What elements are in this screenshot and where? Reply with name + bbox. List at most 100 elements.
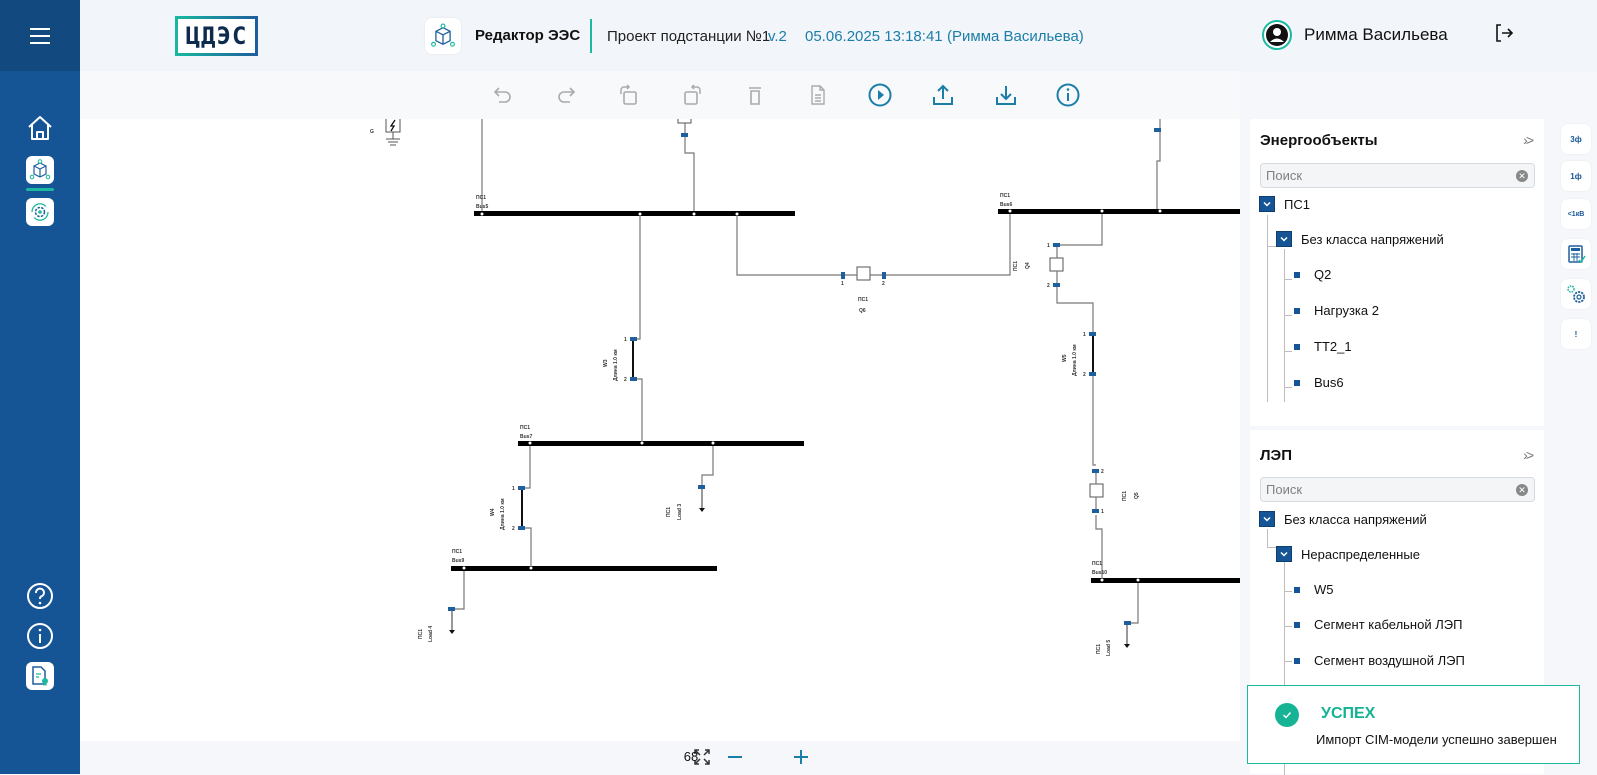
chevron-down-icon[interactable] <box>1276 231 1292 247</box>
tree-node-voltage-group[interactable]: Без класса напряжений <box>1276 231 1444 247</box>
svg-text:Load 3: Load 3 <box>677 504 683 520</box>
export-button[interactable] <box>929 81 957 109</box>
tree-line <box>1284 560 1285 775</box>
bus-bus6[interactable]: ПС1 Bus6 <box>998 193 1240 214</box>
low-voltage-button[interactable]: <1кВ <box>1561 199 1591 229</box>
import-button[interactable] <box>992 81 1020 109</box>
lines-title: ЛЭП <box>1260 447 1292 464</box>
single-phase-button[interactable]: 1ф <box>1561 161 1591 191</box>
svg-text:2: 2 <box>882 281 885 287</box>
gears-icon <box>1567 285 1585 303</box>
zoom-bar <box>80 741 1240 774</box>
gears-button[interactable] <box>1561 279 1591 309</box>
svg-text:Длина 1.0 км: Длина 1.0 км <box>1072 344 1078 376</box>
zoom-in-button[interactable] <box>793 747 809 767</box>
plus-icon <box>794 750 808 764</box>
collapse-energy-button[interactable]: ›> <box>1523 132 1534 148</box>
tree-leaf-label: Q2 <box>1314 267 1332 282</box>
sidebar-item-settings-sync[interactable] <box>26 198 54 226</box>
bus-bus5[interactable]: ПС1 Bus5 <box>474 195 795 216</box>
fit-screen-button[interactable] <box>694 747 710 767</box>
svg-text:ПС1: ПС1 <box>1013 261 1019 271</box>
project-author: (Римма Васильева) <box>947 28 1084 45</box>
user-menu[interactable]: Римма Васильева <box>1262 20 1448 50</box>
clear-search-icon[interactable]: ✕ <box>1516 170 1528 182</box>
sidebar-item-help[interactable] <box>24 580 56 612</box>
tree-leaf[interactable]: Q2 <box>1289 267 1331 282</box>
undo-button[interactable] <box>489 81 517 109</box>
line-w5[interactable]: 1 2 W5 Длина 1.0 км <box>1062 332 1096 378</box>
tree-leaf[interactable]: Нагрузка 2 <box>1289 303 1379 318</box>
tree-line <box>1284 315 1292 316</box>
home-icon <box>28 116 52 140</box>
line-w4[interactable]: 1 2 W4 Длина 1.0 км <box>490 486 525 532</box>
load-5[interactable]: ПС1 Load 5 <box>1096 621 1131 656</box>
info-button[interactable] <box>1054 81 1082 109</box>
bus-bus10[interactable]: ПС1 Bus10 <box>1091 561 1240 583</box>
svg-text:Bus6: Bus6 <box>1000 202 1012 208</box>
bullet-icon <box>1294 307 1300 314</box>
bullet-icon <box>1294 657 1300 664</box>
switch-top[interactable] <box>677 119 1161 137</box>
generator-element[interactable]: G <box>370 119 401 146</box>
three-phase-button[interactable]: 3ф <box>1561 124 1591 154</box>
svg-text:ПС1: ПС1 <box>418 629 424 639</box>
lines-search-input[interactable] <box>1266 482 1506 497</box>
tree-leaf-label: Bus6 <box>1314 375 1344 390</box>
sidebar-item-ees-editor[interactable] <box>26 156 54 184</box>
menu-button[interactable] <box>0 0 80 71</box>
tree-line <box>1284 591 1292 592</box>
tree-leaf[interactable]: ТТ2_1 <box>1289 339 1352 354</box>
app-name: Редактор ЭЭС <box>475 27 581 44</box>
sidebar-item-license[interactable] <box>26 662 54 690</box>
chevron-down-icon[interactable] <box>1276 546 1292 562</box>
properties-button[interactable] <box>804 81 832 109</box>
header-divider <box>590 19 592 53</box>
toolbar <box>80 71 1240 119</box>
redo-button[interactable] <box>552 81 580 109</box>
svg-text:W5: W5 <box>1062 354 1068 362</box>
switch-q5[interactable]: 2 1 ПС1 Q5 <box>1089 469 1140 515</box>
more-button[interactable]: ! <box>1561 319 1591 349</box>
switch-q6[interactable]: 1 2 ПС1 Q6 <box>841 266 886 314</box>
tree-leaf[interactable]: W5 <box>1289 582 1334 597</box>
clear-search-icon[interactable]: ✕ <box>1516 484 1528 496</box>
logo[interactable]: ЦДЭС <box>175 16 258 56</box>
tree-leaf[interactable]: Сегмент воздушной ЛЭП <box>1289 653 1465 668</box>
tree-node-voltage-group[interactable]: Без класса напряжений <box>1259 511 1427 527</box>
sidebar-item-info[interactable] <box>24 620 56 652</box>
energy-search-input[interactable] <box>1266 168 1506 183</box>
collapse-lines-button[interactable]: ›> <box>1523 447 1534 463</box>
bus-bus7[interactable]: ПС1 Bus7 <box>518 425 804 446</box>
bus-bus9[interactable]: ПС1 Bus9 <box>451 549 717 571</box>
document-certificate-icon <box>32 666 48 686</box>
tree-leaf[interactable]: Bus6 <box>1289 375 1344 390</box>
single-line-diagram[interactable]: G 1 2 ПС1 Q <box>80 119 1240 741</box>
switch-q4[interactable]: 1 2 ПС1 Q4 <box>1013 243 1064 289</box>
diagram-canvas[interactable]: G 1 2 ПС1 Q <box>80 119 1240 741</box>
load-3[interactable]: ПС1 Load 3 <box>666 485 705 520</box>
calculator-button[interactable] <box>1561 239 1591 269</box>
rotate-left-button[interactable] <box>615 81 643 109</box>
svg-text:Q6: Q6 <box>859 308 866 314</box>
tree-line <box>1267 529 1268 547</box>
chevron-down-icon[interactable] <box>1259 511 1275 527</box>
tree-leaf[interactable]: Сегмент кабельной ЛЭП <box>1289 617 1462 632</box>
load-4[interactable]: ПС1 Load 4 <box>418 607 455 642</box>
zoom-out-button[interactable] <box>727 747 743 767</box>
delete-button[interactable] <box>741 81 769 109</box>
svg-text:Load 5: Load 5 <box>1106 640 1112 656</box>
fit-screen-icon <box>694 749 710 765</box>
app-icon <box>425 18 461 54</box>
logout-button[interactable] <box>1493 22 1515 49</box>
tree-node-unassigned[interactable]: Нераспределенные <box>1276 546 1420 562</box>
sidebar-item-home[interactable] <box>24 112 56 144</box>
bullet-icon <box>1294 621 1300 628</box>
run-button[interactable] <box>866 81 894 109</box>
line-w3[interactable]: 1 2 W3 Длина 1.0 км <box>603 337 637 383</box>
upload-icon <box>933 84 953 105</box>
success-toast[interactable]: УСПЕХ Импорт CIM-модели успешно завершен <box>1247 685 1580 764</box>
tree-node-ps1[interactable]: ПС1 <box>1259 196 1310 212</box>
rotate-right-button[interactable] <box>678 81 706 109</box>
chevron-down-icon[interactable] <box>1259 196 1275 212</box>
